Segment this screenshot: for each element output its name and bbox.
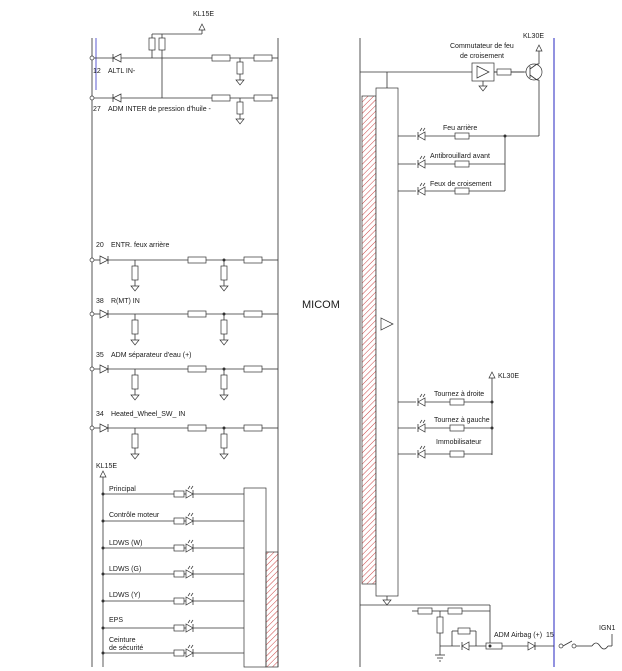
svg-text:Principal: Principal	[109, 486, 136, 493]
svg-text:KL30E: KL30E	[498, 373, 519, 380]
svg-text:KL15E: KL15E	[193, 11, 214, 18]
led-immobilisateur: Immobilisateur	[398, 439, 492, 459]
airbag-circuit: ADM Airbag (+) 15 IGN1	[412, 605, 615, 662]
svg-text:de sécurité: de sécurité	[109, 645, 143, 652]
svg-text:Immobilisateur: Immobilisateur	[436, 439, 482, 446]
airbag-pin: 15	[546, 632, 554, 639]
svg-text:R(MT) IN: R(MT) IN	[111, 298, 140, 305]
svg-text:Antibrouillard avant: Antibrouillard avant	[430, 153, 490, 160]
warning-lamp-block: KL15E	[96, 463, 279, 668]
right-panel	[359, 38, 555, 667]
input-row-38: 38 R(MT) IN	[89, 298, 278, 346]
lamp-principal: Principal	[101, 485, 244, 499]
lamp-ldws-w: LDWS (W)	[101, 539, 244, 553]
svg-text:LDWS (G): LDWS (G)	[109, 566, 141, 573]
input-row-35: 35 ADM séparateur d'eau (+)	[89, 352, 278, 401]
svg-text:35: 35	[96, 352, 104, 359]
svg-text:Tournez à gauche: Tournez à gauche	[434, 417, 490, 424]
lamp-ldws-g: LDWS (G)	[101, 565, 244, 579]
lamp-ldws-y: LDWS (Y)	[101, 592, 244, 606]
lamp-controle-moteur: Contrôle moteur	[101, 512, 244, 526]
switch-label-1: Commutateur de feu	[450, 43, 514, 50]
supply-kl15e-top: KL15E	[148, 11, 214, 51]
svg-text:Heated_Wheel_SW_ IN: Heated_Wheel_SW_ IN	[111, 411, 185, 418]
svg-text:Feux de croisement: Feux de croisement	[430, 181, 492, 188]
led-tournez-droite: Tournez à droite	[398, 391, 494, 407]
svg-text:38: 38	[96, 298, 104, 305]
supply-kl30e-mid: KL30E	[488, 371, 519, 455]
svg-text:ADM séparateur d'eau (+): ADM séparateur d'eau (+)	[111, 352, 192, 359]
pin-27: 27	[93, 106, 101, 113]
lamp-eps: EPS	[101, 617, 244, 633]
input-row-27: 27 ADM INTER de pression d'huile -	[89, 93, 278, 125]
svg-text:LDWS (Y): LDWS (Y)	[109, 592, 141, 599]
micom-label: MICOM	[302, 299, 340, 311]
led-feu-arriere: Feu arrière	[398, 125, 507, 141]
input-row-34: 34 Heated_Wheel_SW_ IN	[89, 411, 278, 460]
input-row-20: 20 ENTR. feux arrière	[89, 242, 278, 292]
input-row-12: 12 ALTL IN-	[89, 50, 278, 98]
micom-module	[360, 71, 534, 606]
switch-label-2: de croisement	[460, 53, 504, 60]
led-feux-croisement: Feux de croisement	[398, 136, 506, 196]
svg-text:34: 34	[96, 411, 104, 418]
label-altl: ALTL IN-	[108, 68, 136, 75]
kl30e-top-label: KL30E	[523, 33, 544, 40]
kl15e-bottom-label: KL15E	[96, 463, 117, 470]
lamp-ceinture: Ceinture de sécurité	[101, 637, 244, 658]
micom-amplifier-icon	[380, 317, 394, 331]
svg-text:ENTR. feux arrière: ENTR. feux arrière	[111, 242, 169, 249]
svg-text:EPS: EPS	[109, 617, 123, 624]
ign1-label: IGN1	[599, 625, 615, 632]
svg-text:Contrôle moteur: Contrôle moteur	[109, 512, 160, 519]
svg-text:LDWS (W): LDWS (W)	[109, 540, 142, 547]
svg-text:Tournez à droite: Tournez à droite	[434, 391, 484, 398]
svg-text:Ceinture: Ceinture	[109, 637, 136, 644]
svg-text:Feu arrière: Feu arrière	[443, 125, 477, 132]
svg-text:20: 20	[96, 242, 104, 249]
led-tournez-gauche: Tournez à gauche	[398, 417, 494, 433]
led-antibrouillard: Antibrouillard avant	[398, 153, 505, 169]
pin-12: 12	[93, 68, 101, 75]
switch-block: Commutateur de feu de croisement KL30E	[450, 33, 544, 137]
label-oil-pressure: ADM INTER de pression d'huile -	[108, 106, 212, 113]
airbag-label: ADM Airbag (+)	[494, 632, 542, 639]
